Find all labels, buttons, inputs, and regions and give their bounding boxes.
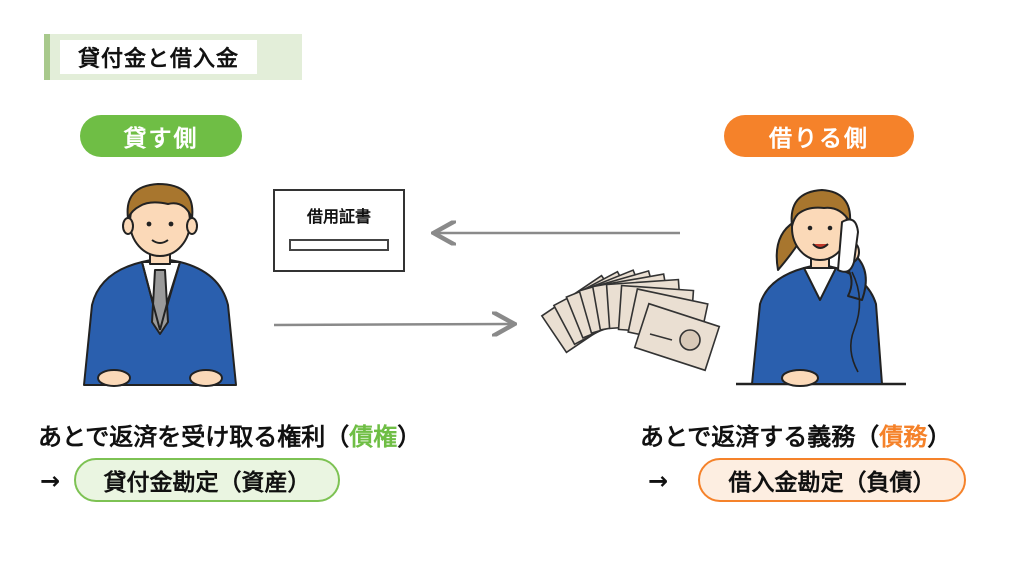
borrower-description-suffix: ）	[927, 423, 952, 451]
lender-description-suffix: ）	[397, 423, 422, 451]
page-title: 貸付金と借入金	[60, 40, 258, 74]
arrow-money-to-borrower	[273, 324, 512, 325]
borrower-label: 借りる側	[724, 115, 914, 157]
lender-arrow-symbol: →	[40, 467, 61, 495]
loan-document-line	[289, 239, 389, 251]
title-box: 貸付金と借入金	[44, 34, 302, 80]
claim-keyword: 債権	[349, 423, 398, 451]
borrower-arrow-symbol: →	[648, 467, 669, 495]
loan-document: 借用証書	[273, 189, 405, 272]
lender-label: 貸す側	[80, 115, 242, 157]
lender-description-prefix: あとで返済を受け取る権利（	[38, 423, 350, 451]
loan-payable-account: 借入金勘定（負債）	[698, 458, 966, 502]
banknotes-fan-icon	[540, 269, 721, 372]
lender-description: あとで返済を受け取る権利（債権）	[38, 417, 421, 452]
loan-document-title: 借用証書	[306, 207, 371, 226]
obligation-keyword: 債務	[879, 423, 928, 451]
businessman-icon	[83, 183, 237, 387]
borrower-description: あとで返済する義務（債務）	[640, 417, 951, 452]
borrower-description-prefix: あとで返済する義務（	[640, 423, 880, 451]
loan-receivable-account: 貸付金勘定（資産）	[74, 458, 340, 502]
businesswoman-phone-icon	[736, 189, 906, 387]
